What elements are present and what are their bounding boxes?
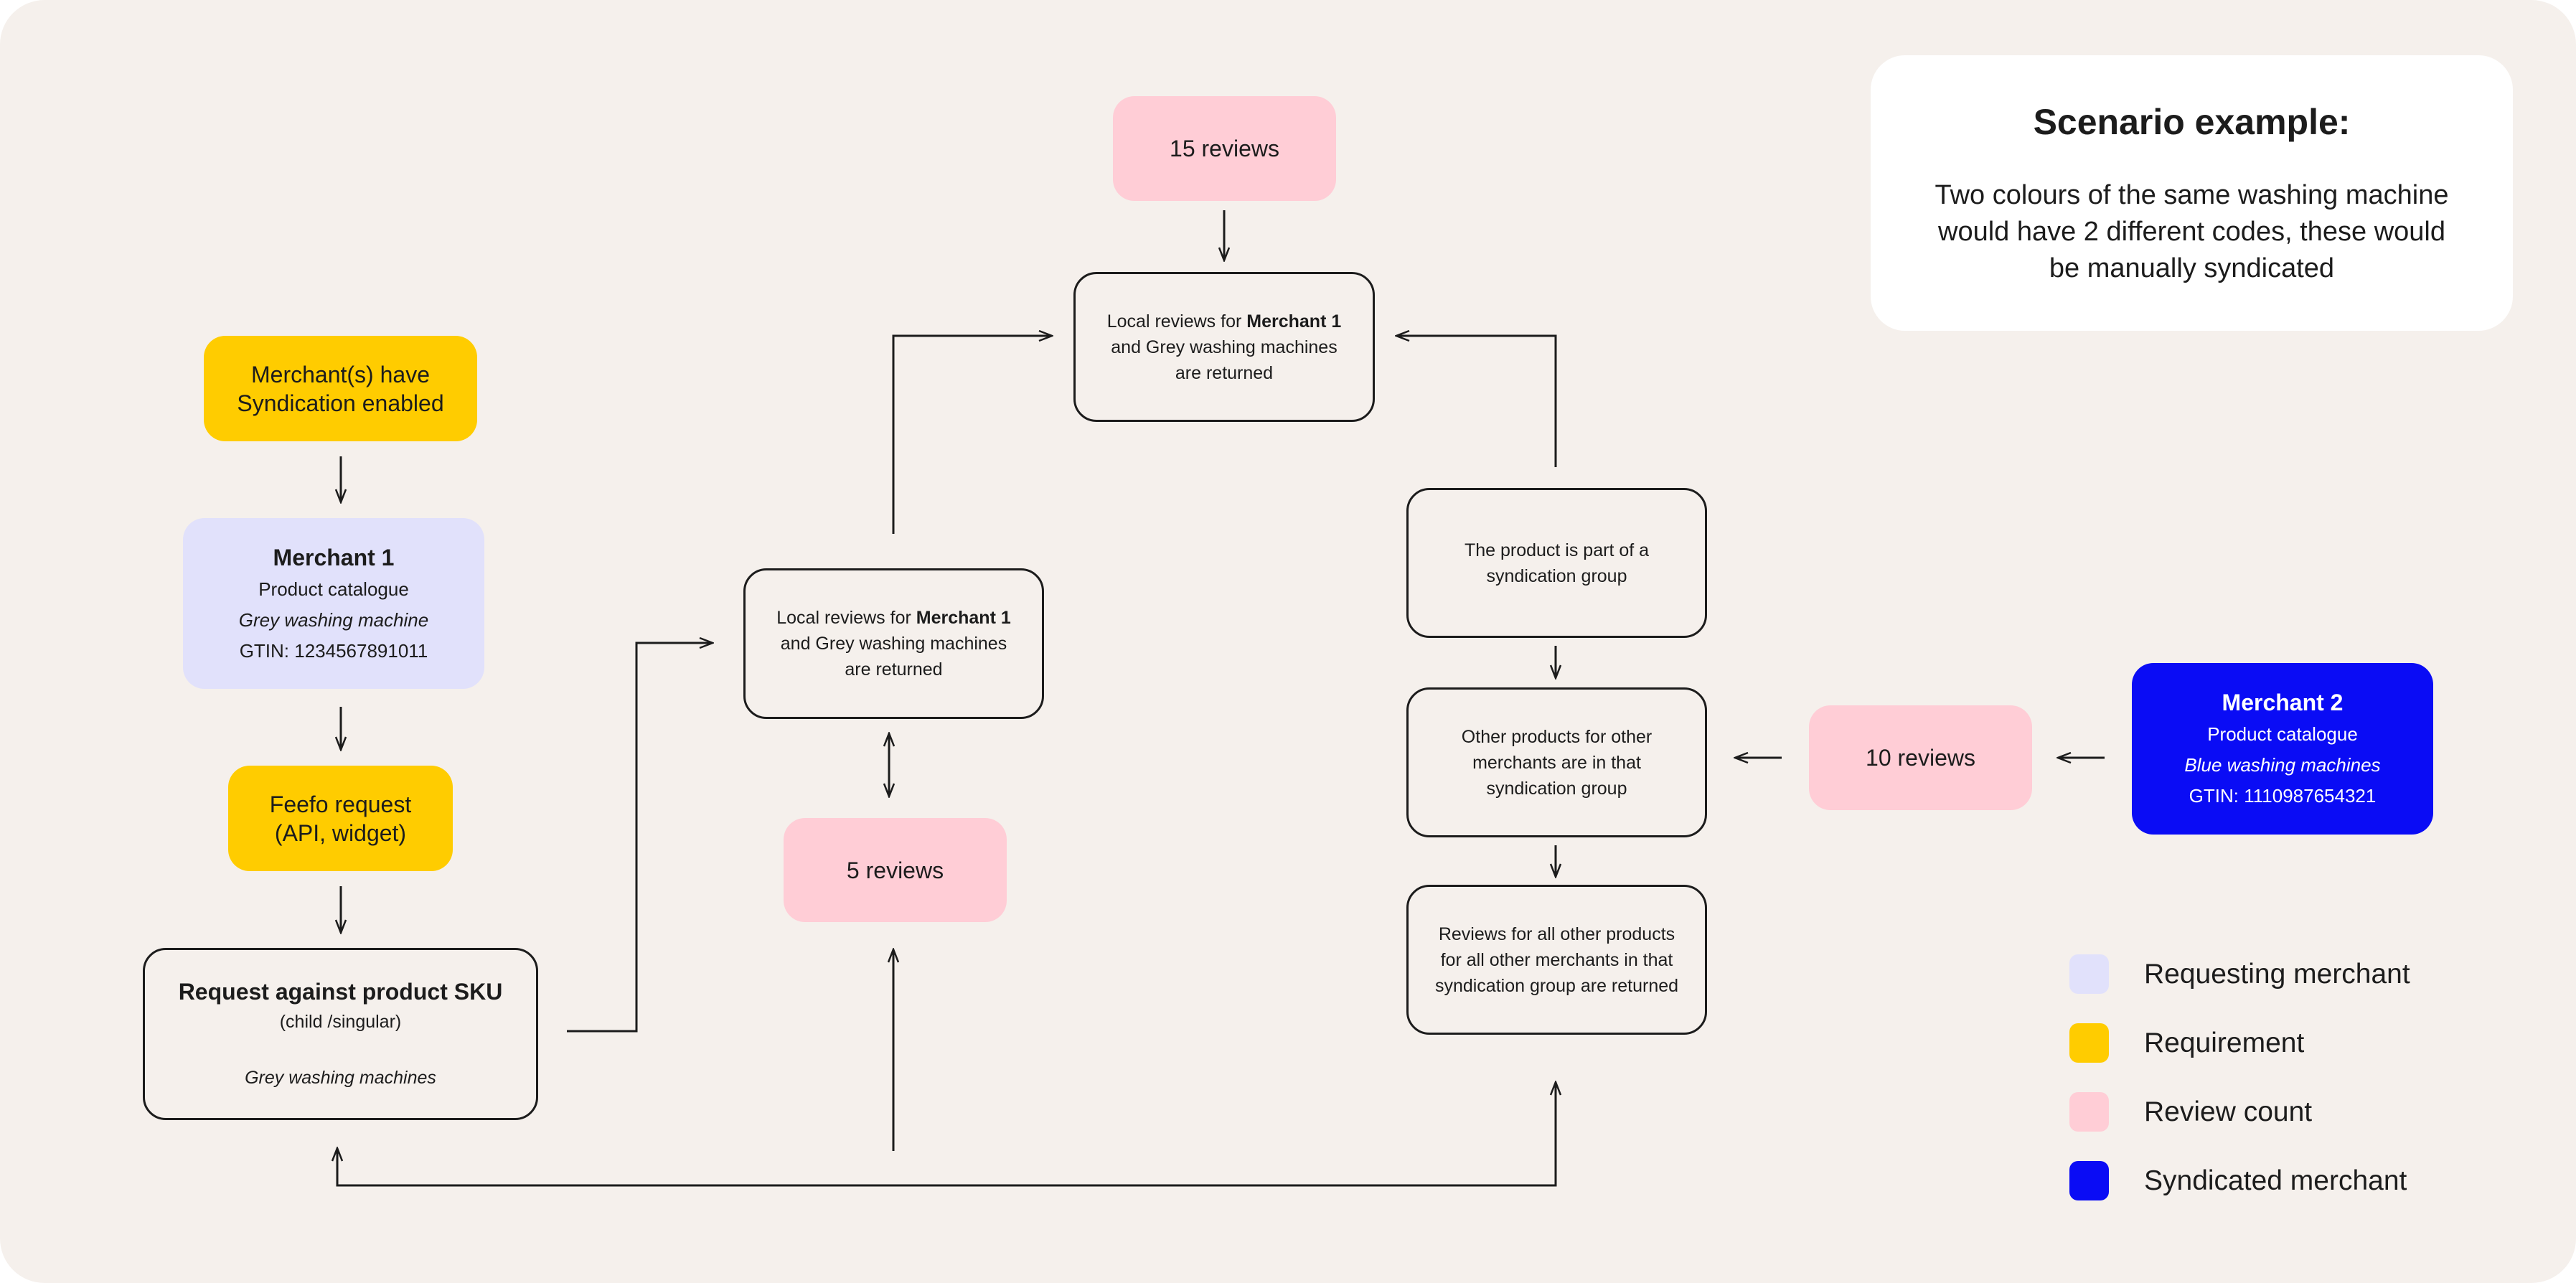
- local-reviews-top-node: Local reviews for Merchant 1 and Grey wa…: [1073, 272, 1375, 422]
- legend-item-requesting-merchant: Requesting merchant: [2069, 954, 2410, 994]
- local-reviews-middle-node: Local reviews for Merchant 1 and Grey wa…: [743, 568, 1044, 719]
- sku-request-title: Request against product SKU: [178, 979, 503, 1005]
- sku-request-product: Grey washing machines: [245, 1068, 436, 1088]
- legend-item-review-count: Review count: [2069, 1092, 2312, 1132]
- five-reviews-node: 5 reviews: [784, 818, 1007, 922]
- merchant2-gtin: GTIN: 1110987654321: [2189, 785, 2377, 807]
- local-reviews-top-post: and Grey washing machines are returned: [1111, 337, 1338, 383]
- legend-swatch-review-count: [2069, 1092, 2109, 1132]
- legend-label-requesting-merchant: Requesting merchant: [2144, 959, 2410, 990]
- merchant1-gtin: GTIN: 1234567891011: [239, 639, 428, 662]
- all-reviews-text: Reviews for all other products for all o…: [1434, 924, 1679, 996]
- merchant2-node: Merchant 2 Product catalogue Blue washin…: [2132, 663, 2433, 835]
- legend-label-review-count: Review count: [2144, 1096, 2313, 1127]
- sku-request-subtitle: (child /singular): [279, 1012, 402, 1032]
- feefo-request-node: Feefo request (API, widget): [228, 766, 453, 871]
- fifteen-reviews-text: 15 reviews: [1170, 136, 1279, 161]
- syndication-enabled-text: Merchant(s) have Syndication enabled: [237, 361, 444, 416]
- legend-swatch-requirement: [2069, 1023, 2109, 1063]
- ten-reviews-text: 10 reviews: [1866, 745, 1975, 771]
- arrow-sku-to-local-reviews: [567, 643, 713, 1033]
- all-reviews-node: Reviews for all other products for all o…: [1406, 885, 1707, 1035]
- other-products-node: Other products for other merchants are i…: [1406, 687, 1707, 837]
- feefo-request-text: Feefo request (API, widget): [269, 791, 412, 846]
- fifteen-reviews-node: 15 reviews: [1113, 96, 1336, 201]
- merchant2-product: Blue washing machines: [2184, 754, 2381, 776]
- syndication-group-node: The product is part of a syndication gro…: [1406, 488, 1707, 638]
- ten-reviews-node: 10 reviews: [1809, 705, 2032, 810]
- legend-item-requirement: Requirement: [2069, 1023, 2304, 1063]
- local-reviews-middle-text: Local reviews for Merchant 1 and Grey wa…: [767, 605, 1020, 682]
- merchant1-catalogue: Product catalogue: [258, 578, 409, 600]
- local-reviews-middle-post: and Grey washing machines are returned: [780, 634, 1007, 680]
- legend-swatch-requesting-merchant: [2069, 954, 2109, 994]
- merchant1-title: Merchant 1: [273, 544, 395, 570]
- legend-item-syndicated-merchant: Syndicated merchant: [2069, 1161, 2407, 1200]
- merchant1-product: Grey washing machine: [238, 608, 429, 631]
- merchant2-catalogue: Product catalogue: [2207, 723, 2358, 745]
- legend-label-syndicated-merchant: Syndicated merchant: [2144, 1165, 2407, 1196]
- local-reviews-top-text: Local reviews for Merchant 1 and Grey wa…: [1097, 309, 1351, 386]
- five-reviews-text: 5 reviews: [846, 857, 944, 883]
- local-reviews-top-merchant: Merchant 1: [1246, 311, 1342, 332]
- syndication-group-text: The product is part of a syndication gro…: [1464, 540, 1650, 586]
- arrow-to-local-reviews-top: [892, 336, 1052, 534]
- local-reviews-middle-pre: Local reviews for: [776, 608, 916, 628]
- syndication-enabled-node: Merchant(s) have Syndication enabled: [204, 336, 477, 441]
- sku-request-node: Request against product SKU (child /sing…: [143, 948, 538, 1120]
- scenario-panel: Scenario example: Two colours of the sam…: [1871, 55, 2513, 331]
- merchant2-title: Merchant 2: [2222, 690, 2344, 715]
- scenario-title: Scenario example:: [2033, 102, 2351, 142]
- merchant1-node: Merchant 1 Product catalogue Grey washin…: [183, 518, 484, 689]
- legend-swatch-syndicated-merchant: [2069, 1161, 2109, 1200]
- local-reviews-middle-merchant: Merchant 1: [916, 608, 1011, 628]
- scenario-body: Two colours of the same washing machine …: [1935, 180, 2449, 283]
- arrow-sku-loop-to-all-reviews: [337, 1082, 1556, 1187]
- local-reviews-top-pre: Local reviews for: [1106, 311, 1247, 332]
- arrow-group-to-local-top: [1396, 336, 1557, 467]
- legend-label-requirement: Requirement: [2144, 1028, 2305, 1058]
- other-products-text: Other products for other merchants are i…: [1461, 726, 1653, 799]
